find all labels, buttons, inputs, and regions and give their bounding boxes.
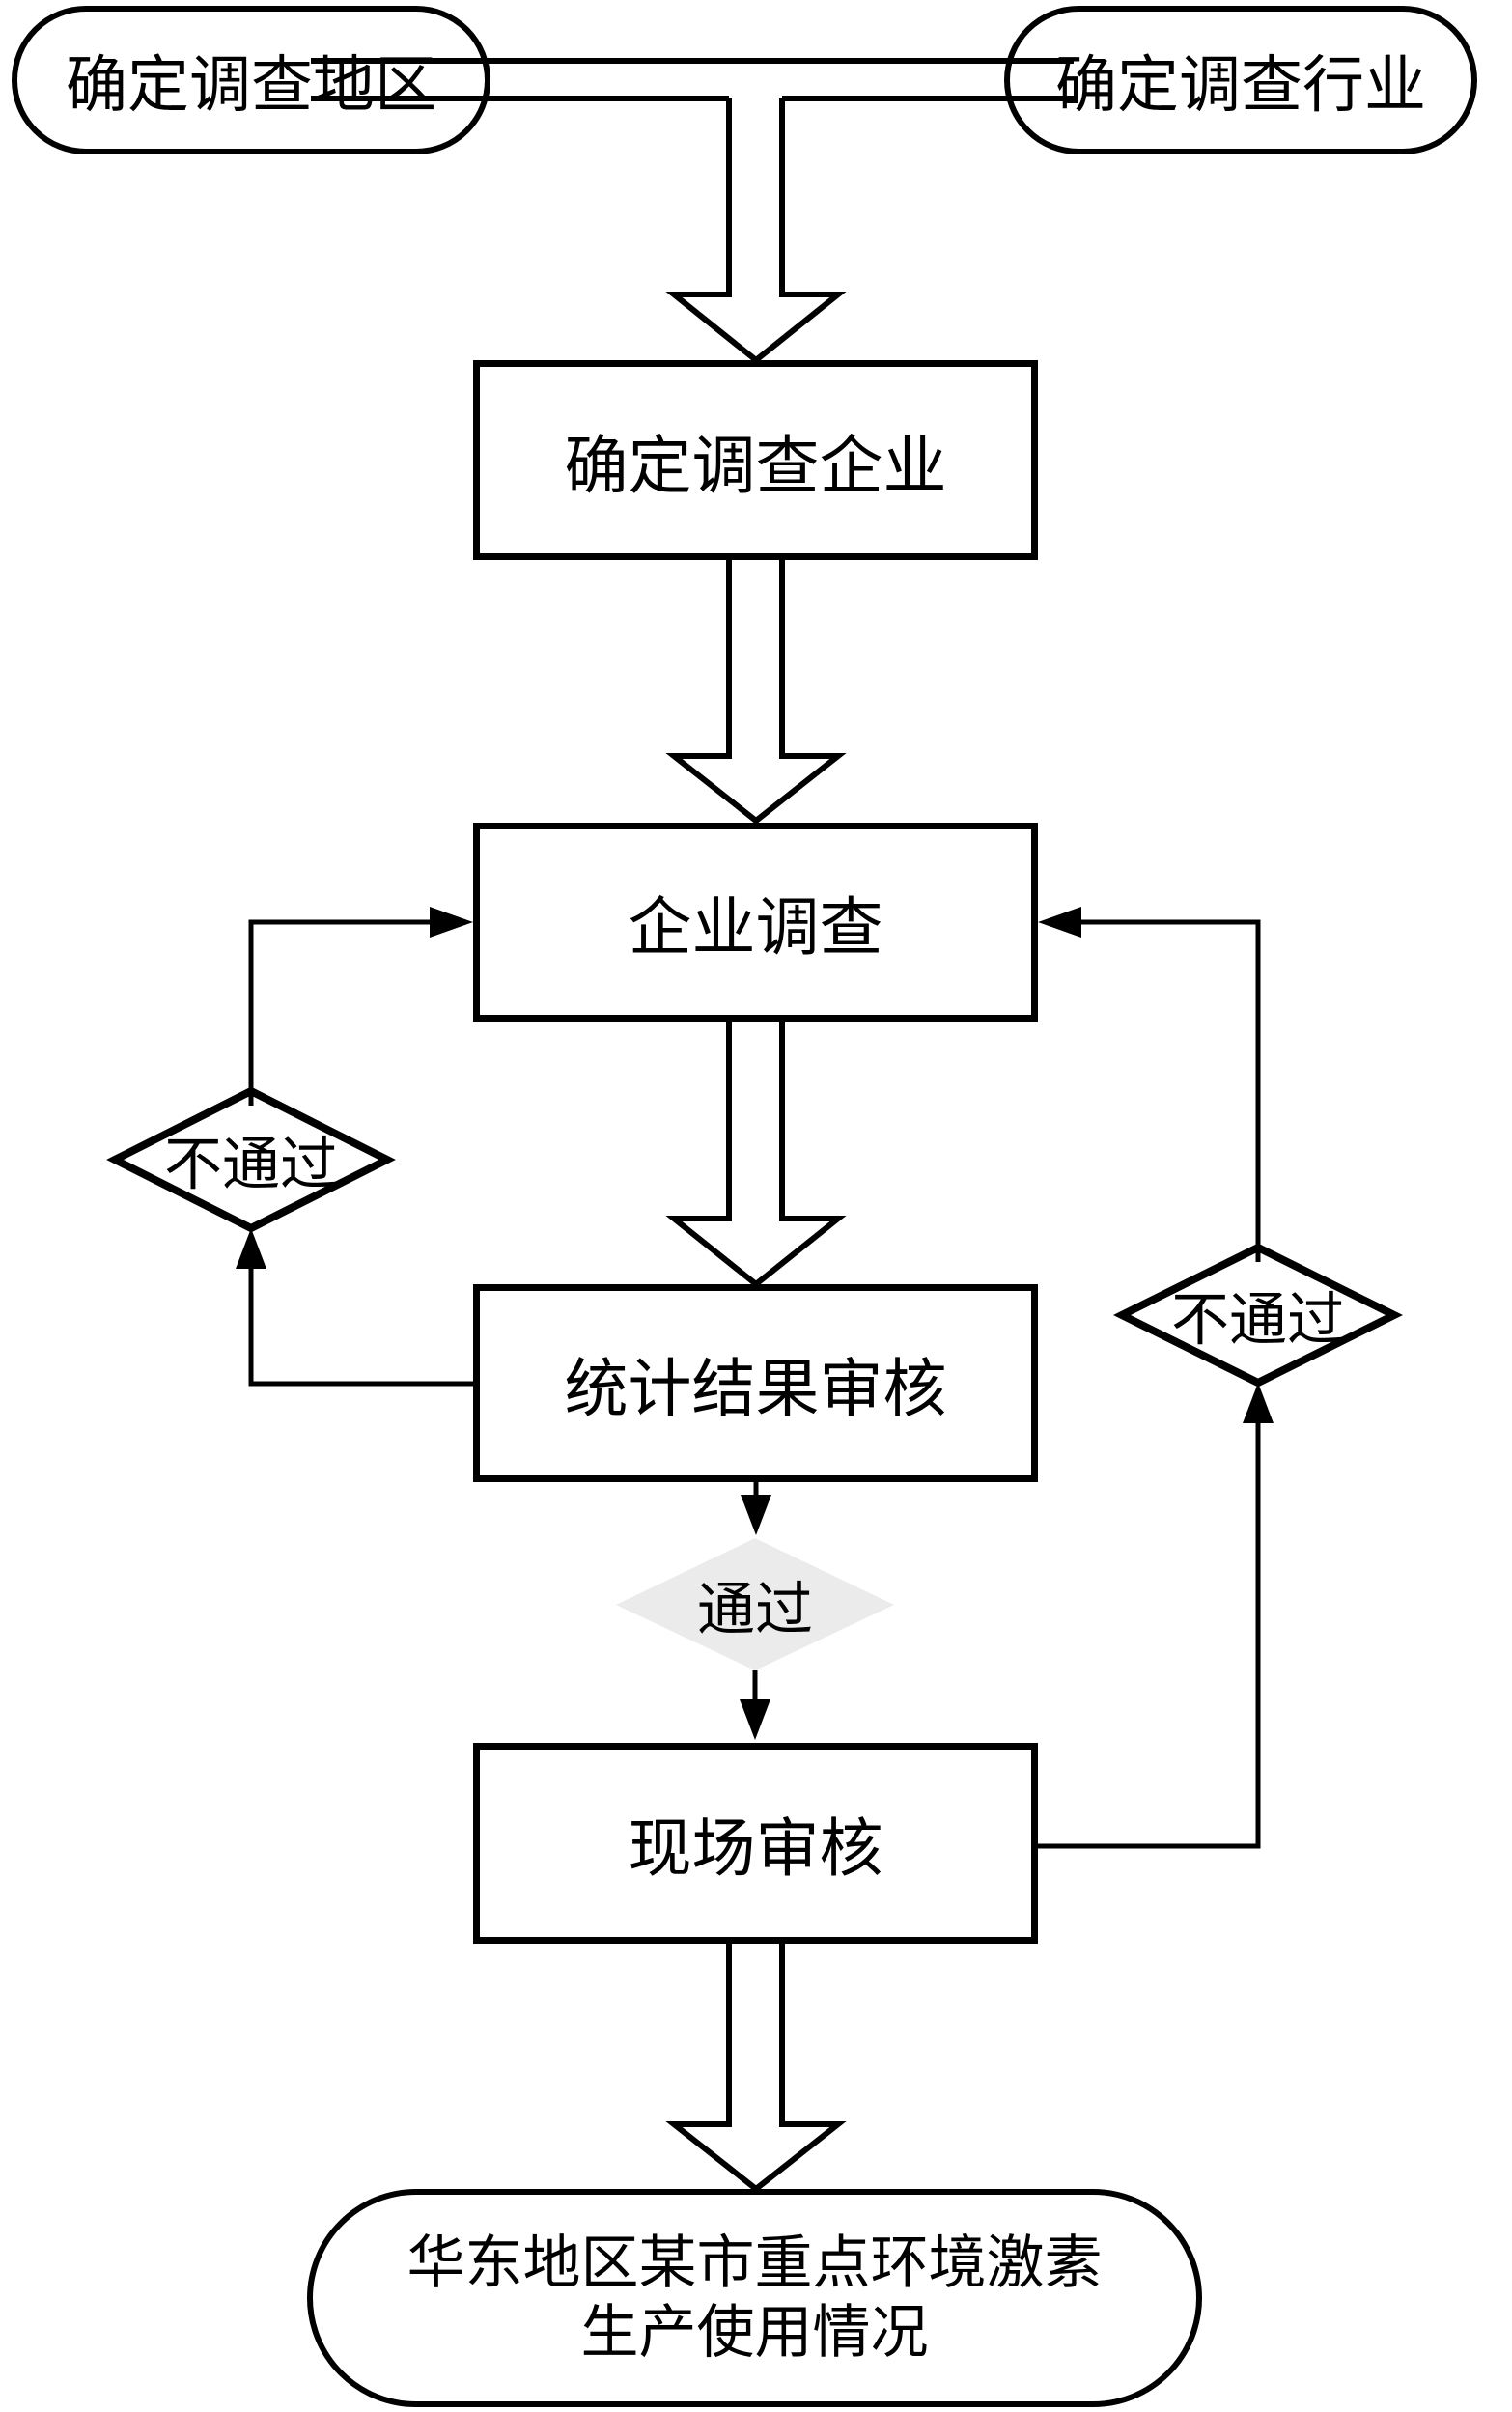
- feedback-left-upper: [248, 919, 432, 1106]
- block-arrow-to-stats-review: [665, 1022, 847, 1288]
- arrowhead-up-fail-left: [236, 1228, 266, 1269]
- feedback-left-lower: [248, 1267, 473, 1387]
- diamond-pass: [616, 1538, 894, 1670]
- node-stats-result-review: 统计结果审核: [473, 1284, 1038, 1482]
- node-final-result-line1: 华东地区某市重点环境激素: [406, 2231, 1103, 2295]
- block-arrow-to-survey: [665, 560, 847, 825]
- block-arrow-to-enterprise: [665, 98, 847, 364]
- diamond-fail-left: [106, 1086, 396, 1233]
- node-onsite-review-label: 现场审核: [628, 1814, 883, 1885]
- node-determine-industry: 确定调查行业: [1004, 6, 1477, 154]
- arrowhead-right-into-survey: [430, 907, 473, 938]
- node-onsite-review: 现场审核: [473, 1743, 1038, 1944]
- node-enterprise-survey-label: 企业调查: [628, 893, 883, 964]
- node-final-result-line2: 生产使用情况: [580, 2301, 929, 2365]
- node-determine-enterprise: 确定调查企业: [473, 360, 1038, 560]
- arrowhead-down-into-pass: [741, 1495, 771, 1535]
- node-enterprise-survey: 企业调查: [473, 823, 1038, 1022]
- feedback-right-upper: [1079, 919, 1261, 1262]
- block-arrow-to-result: [665, 1944, 847, 2193]
- arrowhead-up-fail-right: [1243, 1383, 1274, 1423]
- arrowhead-left-into-survey: [1038, 907, 1081, 938]
- arrowhead-down-into-onsite: [740, 1699, 770, 1740]
- node-final-result: 华东地区某市重点环境激素 生产使用情况: [307, 2189, 1202, 2407]
- node-final-result-label: 华东地区某市重点环境激素 生产使用情况: [407, 2229, 1103, 2368]
- diamond-fail-right: [1113, 1243, 1403, 1388]
- node-stats-result-review-label: 统计结果审核: [564, 1354, 947, 1425]
- node-determine-region: 确定调查地区: [12, 6, 490, 154]
- node-determine-enterprise-label: 确定调查企业: [564, 431, 947, 502]
- node-determine-industry-label: 确定调查行业: [1055, 51, 1426, 120]
- feedback-right-lower: [1038, 1423, 1261, 1849]
